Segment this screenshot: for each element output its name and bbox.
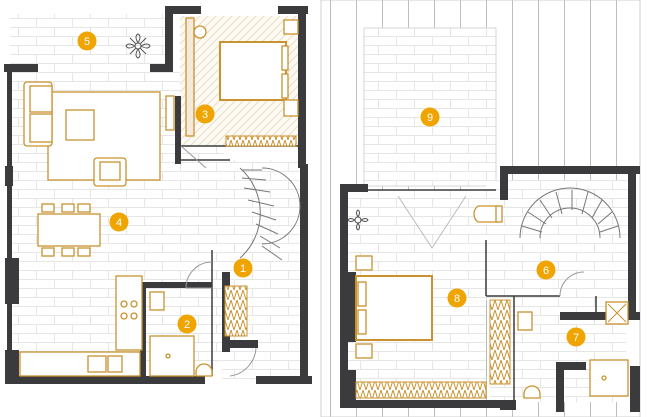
terrace-door [397,195,467,249]
room-marker-6: 6 [536,260,556,280]
upper-terrace [363,27,497,187]
room-number-2: 2 [184,319,190,331]
left-unit [4,6,312,384]
deck-border [320,0,641,417]
room-marker-1: 1 [233,258,253,278]
hall-floor [486,180,628,300]
room-marker-5: 5 [77,31,97,51]
plant-right-icon [347,209,369,231]
wardrobe-bedroom-right [355,381,487,399]
sofa-group [23,81,161,187]
room-number-5: 5 [84,36,90,48]
room-number-3: 3 [202,109,208,121]
kitchen [19,275,143,377]
room-number-4: 4 [116,217,122,229]
tv-unit [165,95,175,131]
wardrobe-hall-right [489,299,511,385]
bath-door [185,261,213,289]
room-number-8: 8 [454,293,460,305]
room-marker-3: 3 [195,104,215,124]
room-number-7: 7 [573,332,579,344]
room-marker-9: 9 [420,107,440,127]
room-marker-7: 7 [566,327,586,347]
entry-door [229,347,257,377]
room-markers: 1 2 3 4 5 6 7 8 [77,31,586,347]
wardrobe-entry [224,285,248,337]
wardrobe-bedroom [225,135,297,147]
plant-icon [125,33,151,59]
thin-walls-right [368,189,597,400]
room-number-6: 6 [543,265,549,277]
spiral-stair-right [519,187,621,239]
bath-door-right [559,271,585,297]
bedroom-left-furniture [185,17,299,137]
spiral-stair-left [239,167,301,261]
room-marker-4: 4 [109,212,129,232]
walls-left [4,6,312,384]
room-marker-8: 8 [447,288,467,308]
bathroom-left [149,291,213,377]
bedroom-door [180,145,207,169]
bathroom-right [517,301,629,399]
room-marker-2: 2 [177,314,197,334]
room-number-1: 1 [240,263,246,275]
bedroom-right-furniture [355,205,503,359]
room-number-9: 9 [427,112,433,124]
dining-table [37,203,101,257]
walls-right [340,166,640,412]
right-unit [320,0,641,417]
